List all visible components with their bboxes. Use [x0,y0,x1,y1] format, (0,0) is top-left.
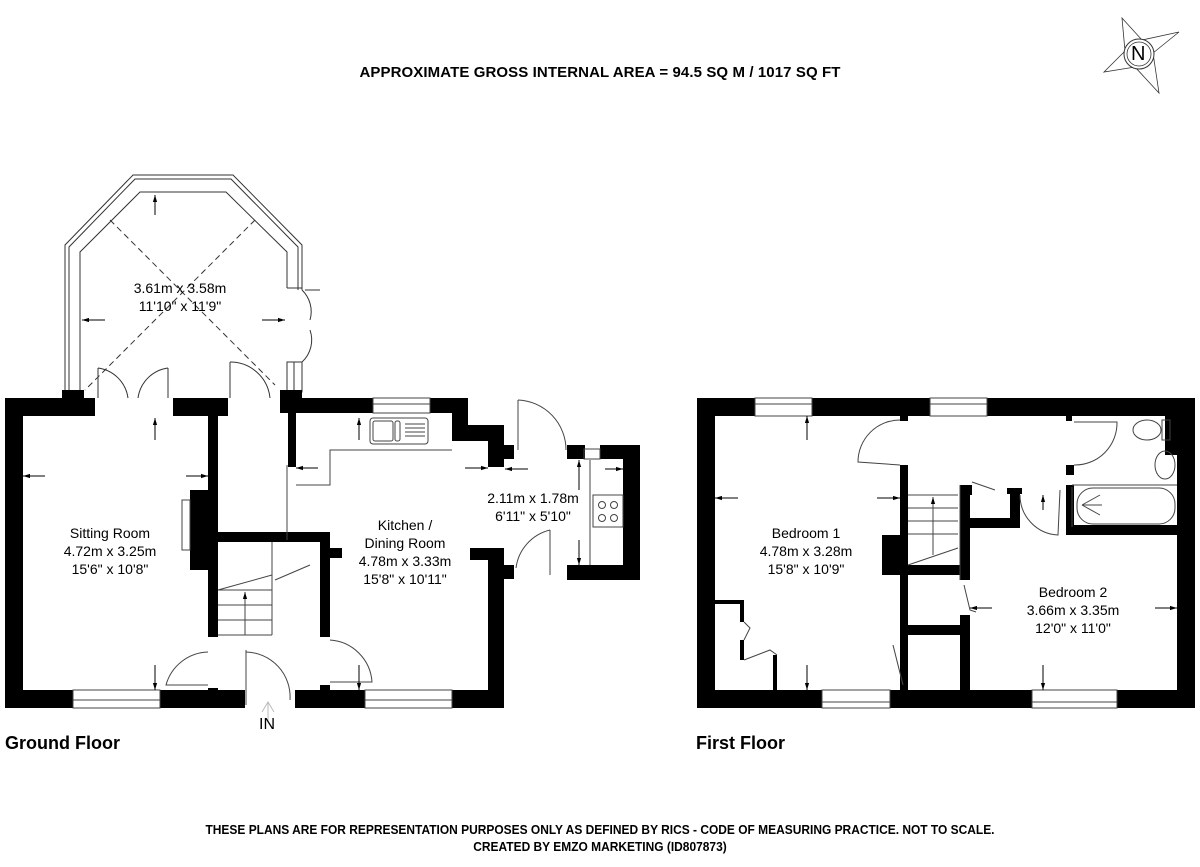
sitting-room-metric: 4.72m x 3.25m [63,543,157,559]
kitchen-metric: 4.78m x 3.33m [358,553,452,569]
ground-floor-dimension-arrows [23,195,623,690]
kitchen-name-line1: Kitchen / [377,517,433,533]
ground-floor-label: Ground Floor [5,733,120,753]
ground-floor-plan [5,174,640,708]
kitchen-name-line2: Dining Room [364,535,446,551]
sitting-room-label: Sitting Room 4.72m x 3.25m 15'6" x 10'8" [64,524,157,578]
sitting-room-name: Sitting Room [69,525,151,541]
bedroom-1-name: Bedroom 1 [771,525,841,541]
bedroom-2-name: Bedroom 2 [1038,584,1108,600]
kitchen-imperial: 15'8" x 10'11" [363,571,447,587]
first-floor-fixtures [743,397,1177,709]
utility-label: 2.11m x 1.78m 6'11" x 5'10" [487,489,579,525]
credit-line: CREATED BY EMZO MARKETING (ID807873) [473,839,727,854]
bedroom-2-metric: 3.66m x 3.35m [1026,602,1120,618]
conservatory-metric: 3.61m x 3.58m [133,280,227,296]
bedroom-2-imperial: 12'0" x 11'0" [1035,620,1111,636]
compass-north-icon: N [1095,15,1190,100]
bedroom-1-label: Bedroom 1 4.78m x 3.28m 15'8" x 10'9" [760,524,853,578]
first-floor-plan [697,398,1195,708]
conservatory-imperial: 11'10" x 11'9" [138,298,222,314]
sitting-room-imperial: 15'6" x 10'8" [71,561,149,577]
first-floor-dimension-arrows [715,416,1177,690]
bedroom-1-metric: 4.78m x 3.28m [759,543,853,559]
entrance-label: IN [259,716,275,733]
ground-floor-fixtures [72,397,624,722]
compass-n-label: N [1131,43,1146,65]
utility-metric: 2.11m x 1.78m [487,490,579,506]
first-floor-label: First Floor [696,733,785,753]
kitchen-dining-label: Kitchen / Dining Room 4.78m x 3.33m 15'8… [359,516,452,588]
utility-imperial: 6'11" x 5'10" [495,508,571,524]
bedroom-1-imperial: 15'8" x 10'9" [767,561,845,577]
gross-internal-area-title: APPROXIMATE GROSS INTERNAL AREA = 94.5 S… [359,64,841,81]
bedroom-2-label: Bedroom 2 3.66m x 3.35m 12'0" x 11'0" [1027,583,1120,637]
conservatory-label: 3.61m x 3.58m 11'10" x 11'9" [134,279,227,315]
disclaimer-line: THESE PLANS ARE FOR REPRESENTATION PURPO… [205,822,995,837]
